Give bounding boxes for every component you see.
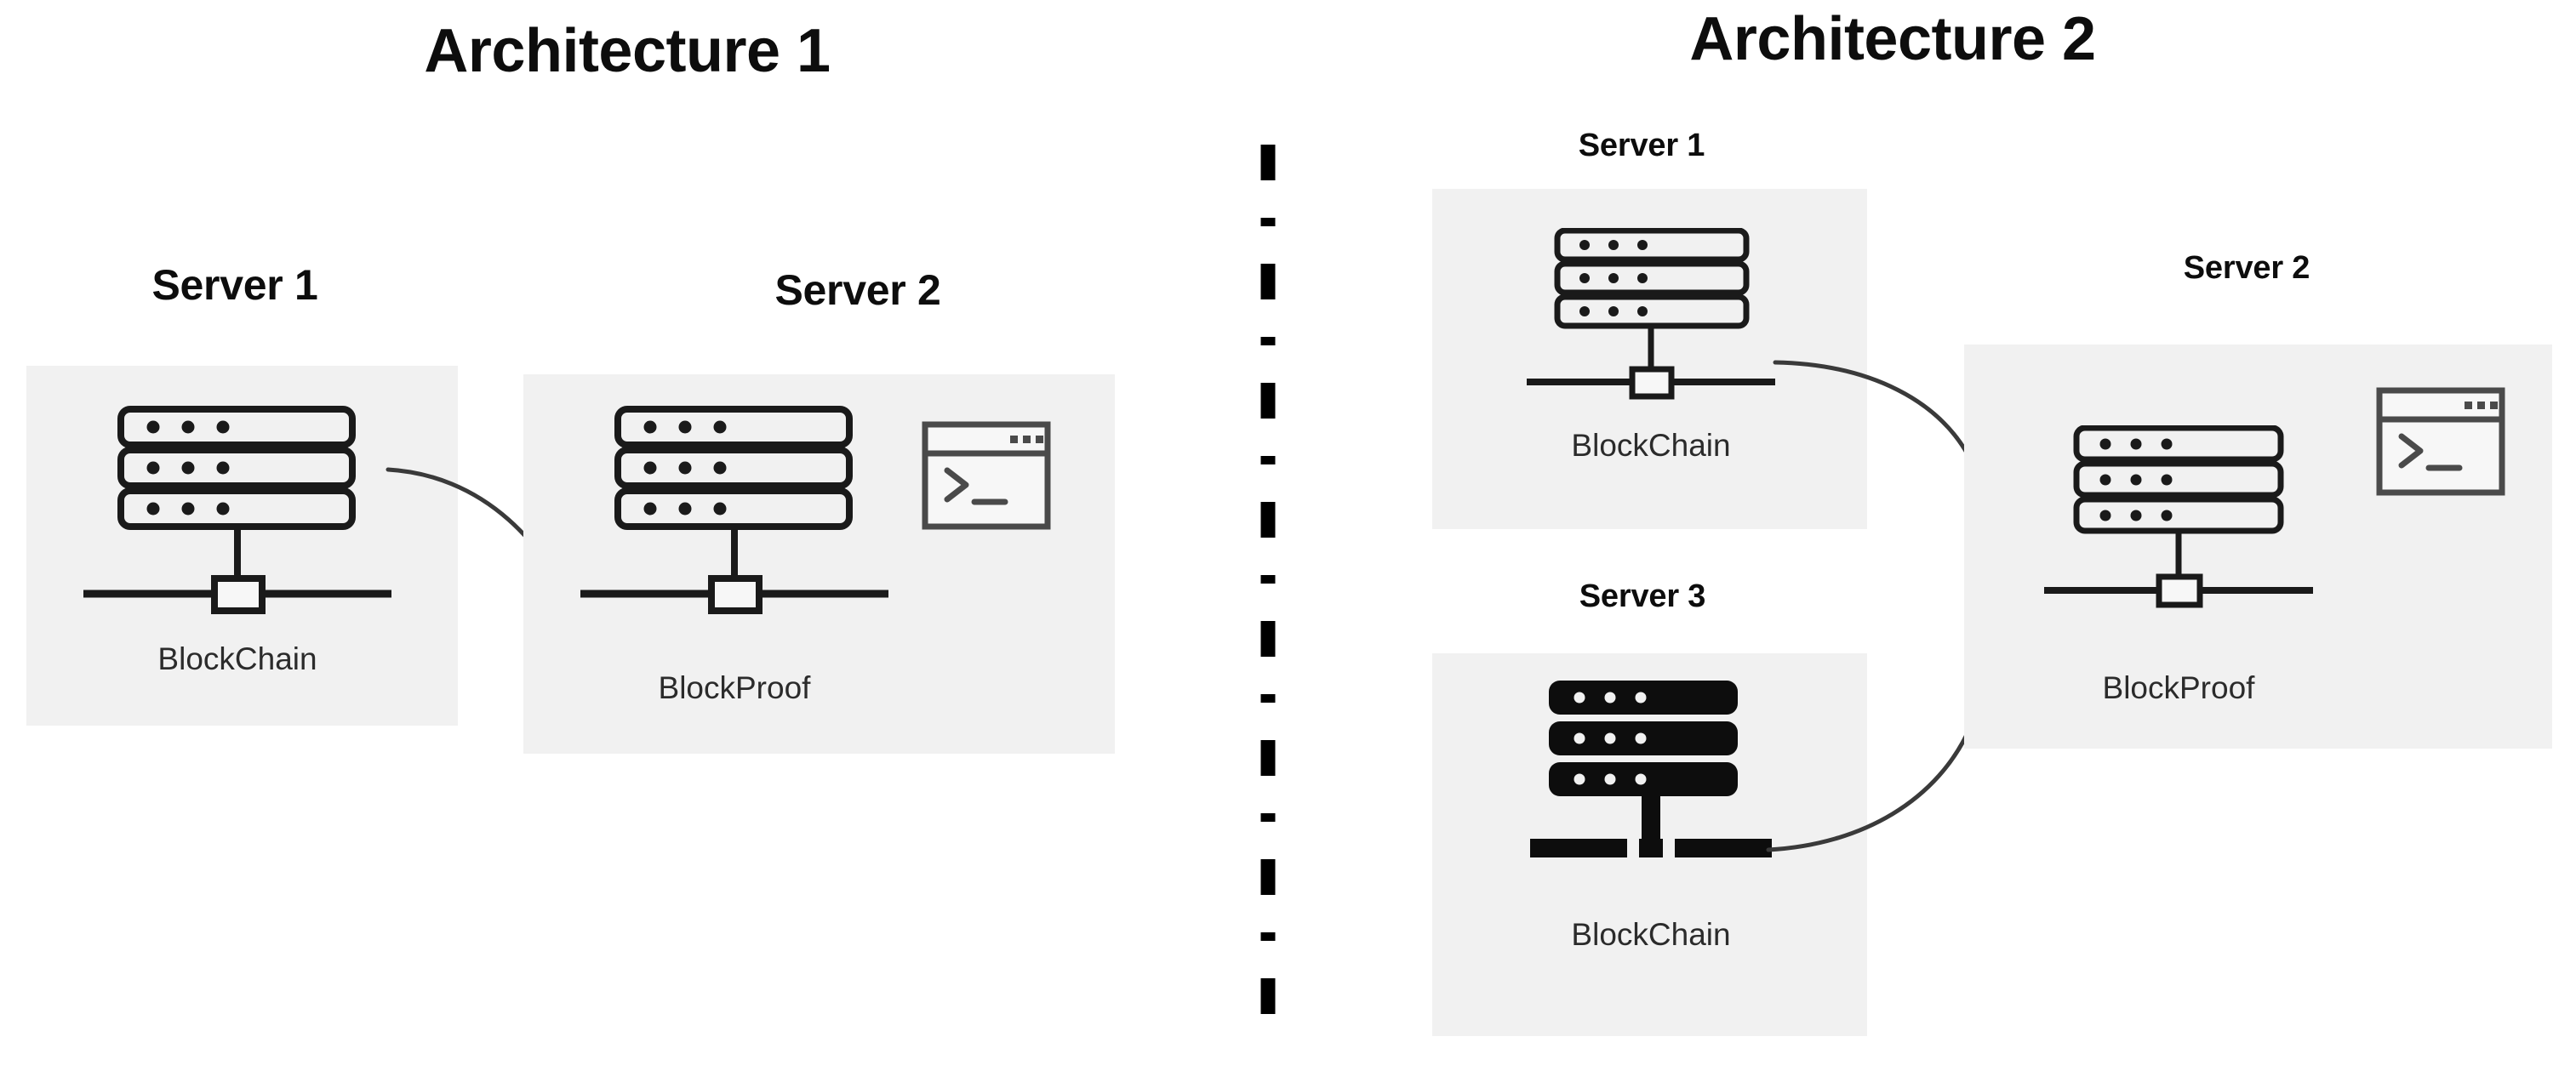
network-connector-icon: [2034, 533, 2323, 614]
arch2-server-1-label: Server 1: [1578, 128, 1705, 163]
network-connector-icon: [568, 527, 900, 621]
arch2-server-3-caption: BlockChain: [1571, 917, 1731, 952]
arch2-server-3-label: Server 3: [1579, 578, 1706, 614]
architecture-2-title: Architecture 2: [1689, 5, 2096, 73]
section-divider: [1258, 145, 1278, 1051]
server-rack-icon: [2059, 425, 2298, 538]
arch1-server-1-label: Server 1: [151, 261, 318, 309]
arch2-server-2-caption: BlockProof: [2102, 670, 2255, 705]
network-connector-icon: [71, 527, 403, 621]
arch1-server-1-caption: BlockChain: [157, 641, 317, 676]
server-rack-icon: [100, 406, 373, 533]
terminal-window-icon: [2376, 387, 2505, 496]
arch1-server-2-caption: BlockProof: [658, 670, 811, 705]
architecture-1-title: Architecture 1: [424, 17, 831, 85]
server-rack-icon: [597, 406, 870, 533]
network-connector-icon: [1515, 791, 1787, 873]
terminal-window-icon: [922, 421, 1051, 530]
server-rack-icon: [1540, 228, 1762, 332]
arch2-server-1-caption: BlockChain: [1571, 428, 1731, 463]
arch1-server-2-label: Server 2: [774, 266, 941, 314]
network-connector-icon: [1516, 328, 1785, 404]
arch2-server-2-label: Server 2: [2183, 250, 2310, 286]
server-rack-icon: [1532, 679, 1753, 798]
